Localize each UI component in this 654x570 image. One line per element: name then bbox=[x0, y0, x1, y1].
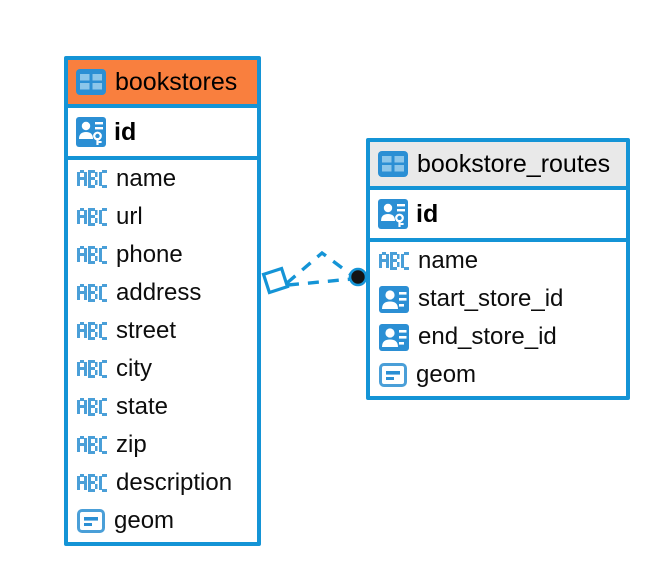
relationship-line-lower bbox=[287, 277, 353, 287]
field-row[interactable]: state bbox=[68, 388, 257, 426]
abc-text-icon bbox=[77, 436, 107, 454]
field-row[interactable]: phone bbox=[68, 236, 257, 274]
abc-text-icon bbox=[77, 474, 107, 492]
field-label: geom bbox=[416, 361, 477, 388]
field-label: city bbox=[116, 355, 152, 382]
field-label: id bbox=[416, 199, 439, 228]
field-row[interactable]: address bbox=[68, 274, 257, 312]
relationship-endpoint-marker bbox=[348, 267, 368, 287]
field-label: name bbox=[116, 165, 177, 192]
field-row[interactable]: street bbox=[68, 312, 257, 350]
primary-key-icon bbox=[76, 117, 106, 147]
field-row-primary-key[interactable]: id bbox=[370, 190, 626, 242]
entity-header-bookstore-routes: bookstore_routes bbox=[370, 142, 626, 190]
field-label: id bbox=[114, 117, 137, 146]
field-list-bookstore-routes: name start_store_id bbox=[370, 242, 626, 394]
entity-bookstores[interactable]: bookstores id bbox=[64, 56, 261, 546]
field-label: url bbox=[116, 203, 143, 230]
field-row[interactable]: end_store_id bbox=[370, 318, 626, 356]
field-label: zip bbox=[116, 431, 147, 458]
abc-text-icon bbox=[77, 398, 107, 416]
foreign-key-icon bbox=[379, 285, 409, 313]
field-label: start_store_id bbox=[418, 285, 564, 312]
field-row[interactable]: url bbox=[68, 198, 257, 236]
field-label: description bbox=[116, 469, 233, 496]
geometry-icon bbox=[77, 509, 105, 533]
geometry-icon bbox=[379, 363, 407, 387]
table-icon bbox=[76, 69, 106, 95]
field-label: end_store_id bbox=[418, 323, 557, 350]
field-label: address bbox=[116, 279, 202, 306]
field-row[interactable]: geom bbox=[68, 502, 257, 540]
field-row-primary-key[interactable]: id bbox=[68, 108, 257, 160]
field-label: geom bbox=[114, 507, 175, 534]
abc-text-icon bbox=[77, 360, 107, 378]
field-row[interactable]: geom bbox=[370, 356, 626, 394]
field-row[interactable]: city bbox=[68, 350, 257, 388]
abc-text-icon bbox=[77, 208, 107, 226]
field-row[interactable]: start_store_id bbox=[370, 280, 626, 318]
abc-text-icon bbox=[77, 170, 107, 188]
field-row[interactable]: description bbox=[68, 464, 257, 502]
field-label: phone bbox=[116, 241, 183, 268]
field-label: name bbox=[418, 247, 479, 274]
relationship-line-upper bbox=[285, 250, 355, 285]
field-row[interactable]: name bbox=[370, 242, 626, 280]
abc-text-icon bbox=[77, 284, 107, 302]
entity-header-bookstores: bookstores bbox=[68, 60, 257, 108]
table-icon bbox=[378, 151, 408, 177]
abc-text-icon bbox=[379, 252, 409, 270]
field-label: street bbox=[116, 317, 177, 344]
abc-text-icon bbox=[77, 246, 107, 264]
field-list-bookstores: name u bbox=[68, 160, 257, 540]
entity-bookstore-routes[interactable]: bookstore_routes id bbox=[366, 138, 630, 400]
field-row[interactable]: zip bbox=[68, 426, 257, 464]
primary-key-icon bbox=[378, 199, 408, 229]
field-label: state bbox=[116, 393, 169, 420]
foreign-key-icon bbox=[379, 323, 409, 351]
entity-title: bookstore_routes bbox=[417, 149, 611, 178]
entity-title: bookstores bbox=[115, 67, 238, 96]
field-row[interactable]: name bbox=[68, 160, 257, 198]
relationship-diamond-marker bbox=[261, 266, 290, 295]
abc-text-icon bbox=[77, 322, 107, 340]
